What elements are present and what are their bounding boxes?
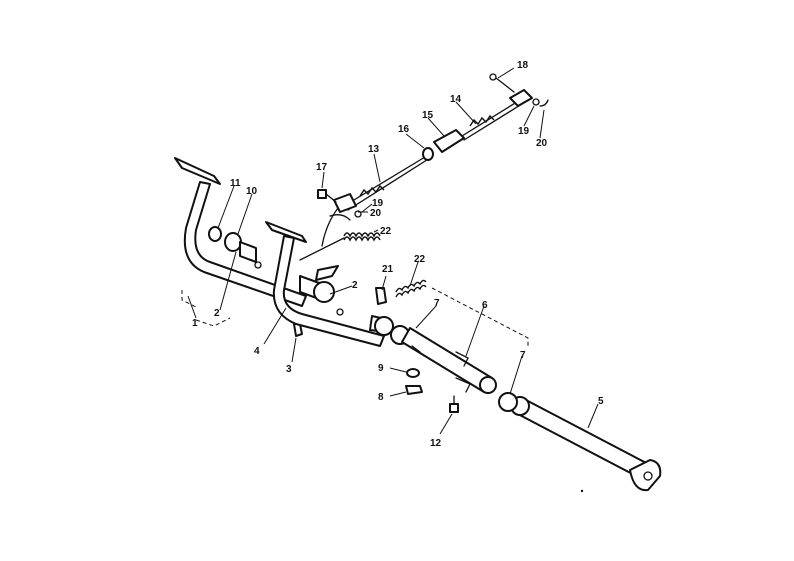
group-bracket-right — [431, 287, 529, 348]
callout-9: 9 — [378, 363, 384, 374]
callout-17: 17 — [316, 162, 328, 173]
callout-7-lower: 7 — [520, 350, 526, 361]
callout-19-upper: 19 — [518, 126, 530, 137]
callout-8: 8 — [378, 392, 384, 403]
callout-15: 15 — [422, 110, 434, 121]
callout-5: 5 — [598, 396, 604, 407]
callout-7-upper: 7 — [434, 298, 440, 309]
callout-18: 18 — [517, 60, 529, 71]
grease-fitting — [375, 287, 387, 305]
callout-6: 6 — [482, 300, 488, 311]
callout-4: 4 — [254, 346, 260, 357]
pivot-tube — [401, 327, 497, 394]
callout-1: 1 — [192, 318, 198, 329]
callout-22-upper: 22 — [380, 226, 392, 237]
group-bracket-left — [181, 290, 231, 327]
callout-20-lower: 20 — [370, 208, 382, 219]
callout-2-left: 2 — [214, 308, 220, 319]
callout-3: 3 — [286, 364, 292, 375]
callout-19-lower: 19 — [372, 198, 384, 209]
callout-2-right: 2 — [352, 280, 358, 291]
callout-10: 10 — [246, 186, 258, 197]
leader-lines — [187, 67, 599, 435]
callout-21: 21 — [382, 264, 394, 275]
callout-11: 11 — [230, 178, 241, 189]
callout-labels: 1 2 2 3 4 5 6 7 7 8 9 10 11 12 13 14 15 … — [192, 60, 604, 449]
left-pedal-arm — [174, 157, 307, 307]
speck-mark — [580, 489, 584, 493]
callout-22-lower: 22 — [414, 254, 426, 265]
callout-12: 12 — [430, 438, 442, 449]
callout-13: 13 — [368, 144, 380, 155]
callout-14: 14 — [450, 94, 462, 105]
callout-20-upper: 20 — [536, 138, 548, 149]
cross-shaft — [510, 396, 662, 492]
brake-rod-assembly — [317, 73, 549, 247]
right-pedal-arm — [265, 221, 394, 347]
callout-16: 16 — [398, 124, 410, 135]
